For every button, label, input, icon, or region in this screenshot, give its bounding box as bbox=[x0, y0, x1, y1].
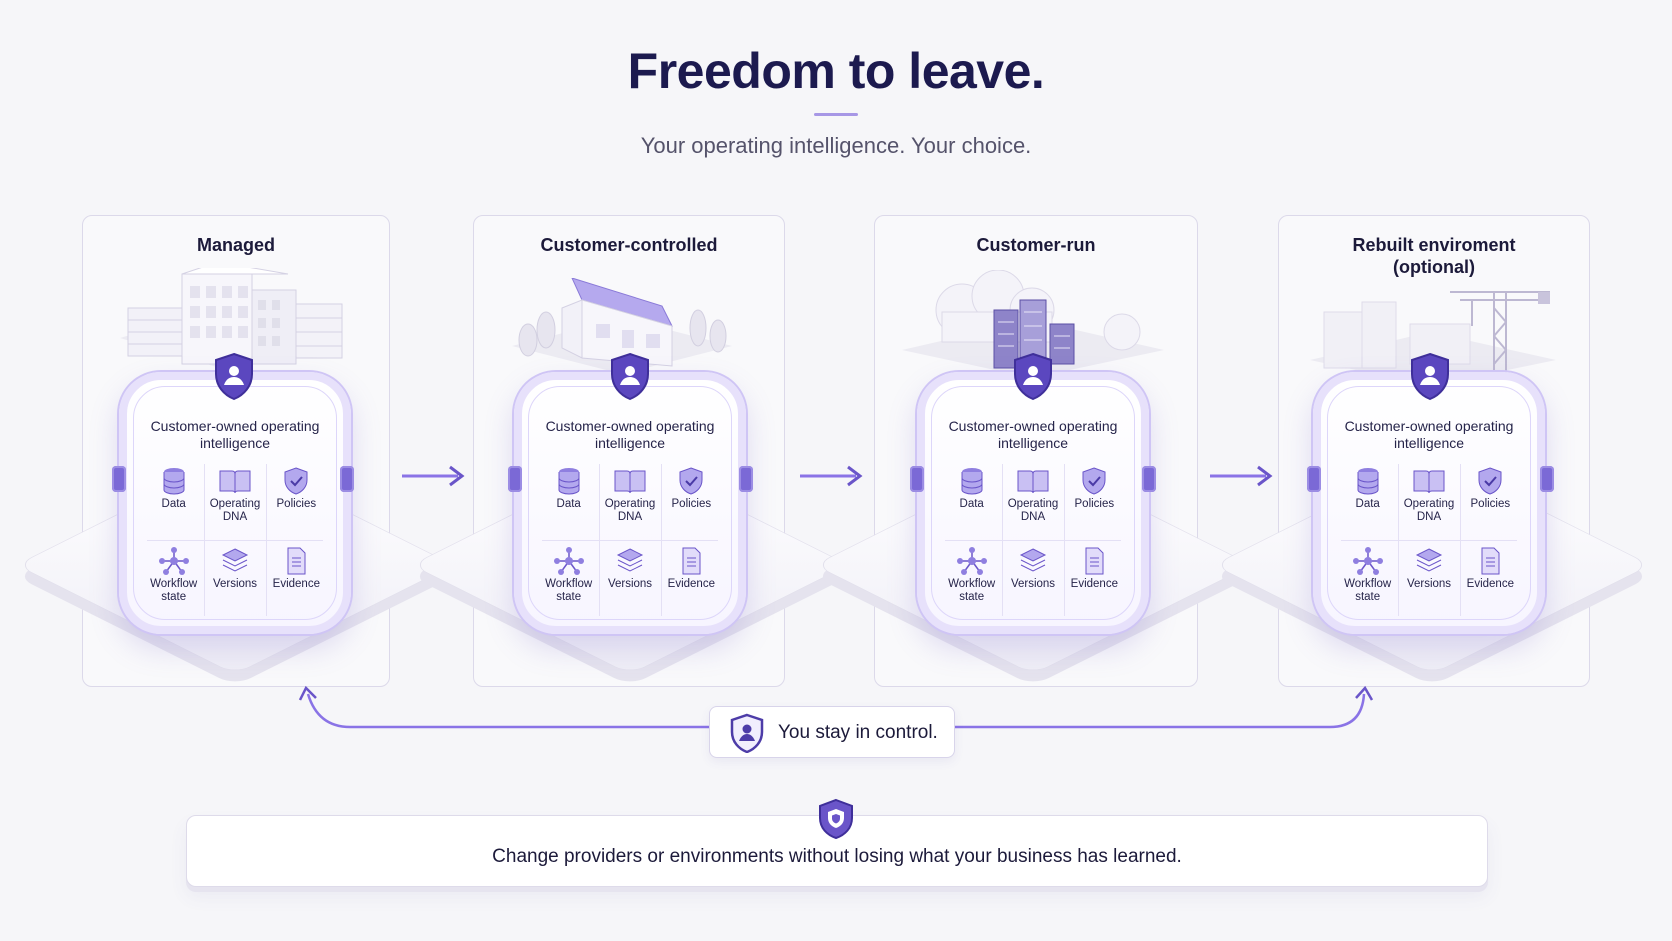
asset-policies: Policies bbox=[661, 460, 722, 540]
shield-icon bbox=[819, 798, 853, 840]
shield-user-icon bbox=[1014, 352, 1052, 401]
shield-check-icon bbox=[679, 467, 703, 495]
asset-data: Data bbox=[941, 460, 1002, 540]
network-icon bbox=[553, 547, 584, 575]
arrow-right-icon bbox=[1210, 465, 1273, 487]
asset-data: Data bbox=[1337, 460, 1398, 540]
asset-data: Data bbox=[143, 460, 204, 540]
card-label: Customer-owned operating intelligence bbox=[150, 418, 320, 451]
office-buildings-icon bbox=[120, 268, 343, 368]
database-icon bbox=[163, 468, 185, 495]
asset-operating-dna: Operating DNA bbox=[204, 460, 265, 540]
layers-icon bbox=[1415, 548, 1443, 572]
title-underline bbox=[814, 113, 858, 116]
panel-title: Rebuilt enviroment (optional) bbox=[1352, 235, 1516, 277]
asset-grid: Data Operating DNA Policies Workflow sta… bbox=[538, 460, 722, 620]
book-icon bbox=[219, 470, 251, 494]
layers-icon bbox=[616, 548, 644, 572]
intelligence-card: Customer-owned operating intelligence Da… bbox=[1313, 372, 1545, 634]
footer-text: Change providers or environments without… bbox=[492, 846, 1182, 867]
page-title: Freedom to leave. bbox=[627, 43, 1045, 99]
connector-left bbox=[508, 466, 522, 492]
card-label: Customer-owned operating intelligence bbox=[948, 418, 1118, 451]
asset-operating-dna: Operating DNA bbox=[599, 460, 660, 540]
asset-versions: Versions bbox=[1002, 540, 1063, 620]
cloud-servers-icon bbox=[902, 270, 1164, 378]
network-icon bbox=[956, 547, 987, 575]
asset-grid: Data Operating DNA Policies Workflow sta… bbox=[143, 460, 327, 620]
database-icon bbox=[961, 468, 983, 495]
asset-workflow-state: Workflow state bbox=[1337, 540, 1398, 620]
asset-evidence: Evidence bbox=[1460, 540, 1521, 620]
house-with-trees-icon bbox=[512, 278, 732, 374]
book-icon bbox=[1413, 470, 1445, 494]
intelligence-card: Customer-owned operating intelligence Da… bbox=[119, 372, 351, 634]
document-icon bbox=[1085, 547, 1104, 575]
layers-icon bbox=[1019, 548, 1047, 572]
control-label: You stay in control. bbox=[778, 722, 938, 743]
asset-versions: Versions bbox=[204, 540, 265, 620]
asset-evidence: Evidence bbox=[1064, 540, 1125, 620]
page-subtitle: Your operating intelligence. Your choice… bbox=[640, 133, 1032, 158]
asset-evidence: Evidence bbox=[661, 540, 722, 620]
panel-title: Customer-run bbox=[976, 235, 1096, 255]
shield-user-icon bbox=[215, 352, 253, 401]
asset-workflow-state: Workflow state bbox=[143, 540, 204, 620]
asset-operating-dna: Operating DNA bbox=[1398, 460, 1459, 540]
asset-data: Data bbox=[538, 460, 599, 540]
connector-right bbox=[1540, 466, 1554, 492]
asset-versions: Versions bbox=[599, 540, 660, 620]
intelligence-card: Customer-owned operating intelligence Da… bbox=[514, 372, 746, 634]
shield-user-icon bbox=[611, 352, 649, 401]
asset-versions: Versions bbox=[1398, 540, 1459, 620]
control-callout: You stay in control. bbox=[709, 706, 955, 758]
database-icon bbox=[1357, 468, 1379, 495]
shield-check-icon bbox=[284, 467, 308, 495]
asset-evidence: Evidence bbox=[266, 540, 327, 620]
book-icon bbox=[614, 470, 646, 494]
shield-check-icon bbox=[1478, 467, 1502, 495]
document-icon bbox=[1481, 547, 1500, 575]
shield-check-icon bbox=[1082, 467, 1106, 495]
connector-left bbox=[1307, 466, 1321, 492]
connector-right bbox=[340, 466, 354, 492]
asset-operating-dna: Operating DNA bbox=[1002, 460, 1063, 540]
connector-left bbox=[112, 466, 126, 492]
connector-right bbox=[739, 466, 753, 492]
asset-workflow-state: Workflow state bbox=[941, 540, 1002, 620]
card-label: Customer-owned operating intelligence bbox=[1344, 418, 1514, 451]
arrow-right-icon bbox=[800, 465, 863, 487]
panel-title: Managed bbox=[196, 235, 275, 255]
asset-workflow-state: Workflow state bbox=[538, 540, 599, 620]
document-icon bbox=[682, 547, 701, 575]
asset-grid: Data Operating DNA Policies Workflow sta… bbox=[1337, 460, 1521, 620]
connector-right bbox=[1142, 466, 1156, 492]
shield-user-icon bbox=[1411, 352, 1449, 401]
shield-user-icon bbox=[730, 713, 764, 753]
asset-policies: Policies bbox=[1460, 460, 1521, 540]
network-icon bbox=[158, 547, 189, 575]
asset-grid: Data Operating DNA Policies Workflow sta… bbox=[941, 460, 1125, 620]
database-icon bbox=[558, 468, 580, 495]
arrow-right-icon bbox=[402, 465, 465, 487]
document-icon bbox=[287, 547, 306, 575]
layers-icon bbox=[221, 548, 249, 572]
intelligence-card: Customer-owned operating intelligence Da… bbox=[917, 372, 1149, 634]
card-label: Customer-owned operating intelligence bbox=[545, 418, 715, 451]
network-icon bbox=[1352, 547, 1383, 575]
asset-policies: Policies bbox=[1064, 460, 1125, 540]
panel-title: Customer-controlled bbox=[540, 235, 718, 255]
book-icon bbox=[1017, 470, 1049, 494]
connector-left bbox=[910, 466, 924, 492]
footer-banner: Change providers or environments without… bbox=[186, 815, 1488, 887]
asset-policies: Policies bbox=[266, 460, 327, 540]
